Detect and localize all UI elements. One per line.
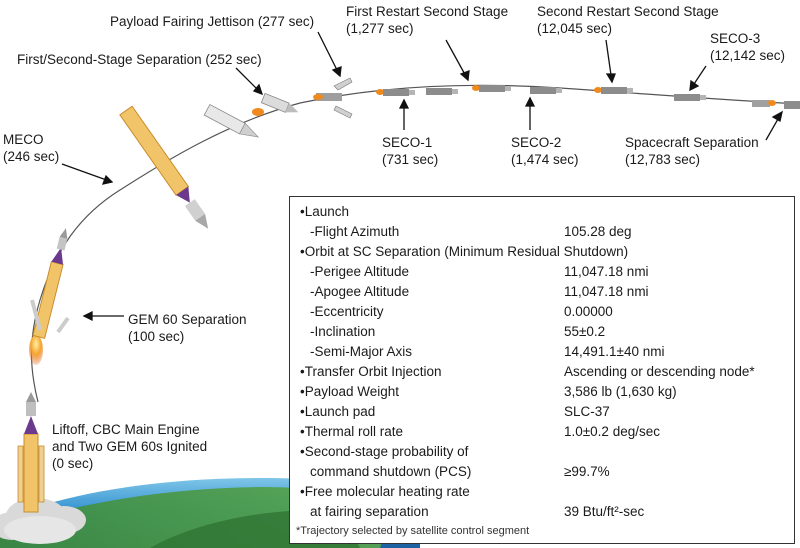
label-seco1-title: SECO-1: [382, 135, 433, 150]
arrow-seco3: [689, 65, 707, 92]
row-value: 105.28 deg: [564, 224, 632, 239]
row-label: -Semi-Major Axis: [310, 344, 413, 359]
arrow-seco1: [398, 98, 410, 130]
table-row: -Flight Azimuth 105.28 deg: [300, 222, 790, 242]
row-label: •Transfer Orbit Injection: [300, 364, 442, 379]
row-label: •Launch pad: [300, 404, 376, 419]
row-label: -Eccentricity: [310, 304, 384, 319]
label-second-restart: Second Restart Second Stage (12,045 sec): [537, 3, 719, 37]
table-row: •Launch: [300, 202, 790, 222]
label-seco2: SECO-2 (1,474 sec): [511, 134, 579, 168]
label-second-restart-title: Second Restart Second Stage: [537, 4, 719, 19]
label-seco3-time: (12,142 sec): [710, 48, 786, 63]
row-value: 0.00000: [564, 304, 613, 319]
row-label: at fairing separation: [310, 504, 429, 519]
row-label: •Launch: [300, 204, 350, 219]
table-row: •Launch pad SLC-37: [300, 402, 790, 422]
row-label: •Orbit at SC Separation (Minimum Residua…: [300, 244, 629, 259]
rocket-meco: [119, 105, 209, 229]
arrow-meco: [61, 163, 114, 185]
row-label: -Perigee Altitude: [310, 264, 410, 279]
table-row: -Perigee Altitude 11,047.18 nmi: [300, 262, 790, 282]
row-value: 14,491.1±40 nmi: [564, 344, 665, 359]
row-label: •Thermal roll rate: [300, 424, 404, 439]
label-seco2-title: SECO-2: [511, 135, 562, 150]
footnote: *Trajectory selected by satellite contro…: [296, 525, 530, 537]
row-value: 11,047.18 nmi: [564, 284, 649, 299]
table-row: -Apogee Altitude 11,047.18 nmi: [300, 282, 790, 302]
label-liftoff-line2: and Two GEM 60s Ignited: [52, 439, 208, 454]
row-label: •Payload Weight: [300, 384, 400, 399]
label-first-second-stage-separation: First/Second-Stage Separation (252 sec): [17, 52, 262, 67]
row-value: 55±0.2: [564, 324, 606, 339]
row-label: •Second-stage probability of: [300, 444, 469, 459]
table-row: •Free molecular heating rate: [300, 482, 790, 502]
label-sc-sep-title: Spacecraft Separation: [625, 135, 759, 150]
table-row: -Inclination 55±0.2: [300, 322, 790, 342]
table-row: •Second-stage probability of: [300, 442, 790, 462]
launch-smoke: [0, 498, 86, 544]
label-meco-time: (246 sec): [3, 149, 60, 164]
label-seco3: SECO-3 (12,142 sec): [710, 30, 785, 64]
row-value: SLC-37: [564, 404, 610, 419]
label-sc-sep-time: (12,783 sec): [625, 152, 701, 167]
row-value: 39 Btu/ft²-sec: [564, 504, 645, 519]
label-seco1-time: (731 sec): [382, 152, 439, 167]
row-value: Ascending or descending node*: [564, 364, 755, 379]
label-seco2-time: (1,474 sec): [511, 152, 579, 167]
arrow-sc-separation: [765, 110, 783, 141]
callout-arrows: [61, 31, 783, 322]
table-row: •Orbit at SC Separation (Minimum Residua…: [300, 242, 790, 262]
label-gem-sep-title: GEM 60 Separation: [128, 312, 247, 327]
row-value: 3,586 lb (1,630 kg): [564, 384, 677, 399]
row-value: 1.0±0.2 deg/sec: [564, 424, 660, 439]
row-value: 11,047.18 nmi: [564, 264, 649, 279]
table-row: •Payload Weight 3,586 lb (1,630 kg): [300, 382, 790, 402]
label-first-restart-time: (1,277 sec): [346, 21, 414, 36]
table-row: at fairing separation 39 Btu/ft²-sec: [300, 502, 790, 522]
row-label: -Apogee Altitude: [310, 284, 410, 299]
label-seco3-title: SECO-3: [710, 31, 761, 46]
label-meco-title: MECO: [3, 132, 44, 147]
label-seco1: SECO-1 (731 sec): [382, 134, 438, 168]
arrow-first-restart: [445, 39, 470, 82]
rocket-gem60-separation: [29, 228, 70, 365]
rocket-fairing-jettison: [313, 77, 353, 119]
label-first-restart: First Restart Second Stage (1,277 sec): [346, 3, 508, 37]
label-spacecraft-separation: Spacecraft Separation (12,783 sec): [625, 134, 759, 168]
arrow-second-restart: [605, 39, 616, 84]
row-label: command shutdown (PCS): [310, 464, 472, 479]
arrow-stage-separation: [235, 67, 264, 96]
label-gem60-separation: GEM 60 Separation (100 sec): [128, 311, 247, 345]
rocket-liftoff: [17, 392, 45, 513]
row-value: ≥99.7%: [564, 464, 610, 479]
label-meco: MECO (246 sec): [3, 131, 59, 165]
table-row: -Eccentricity 0.00000: [300, 302, 790, 322]
row-label: -Flight Azimuth: [310, 224, 400, 239]
label-liftoff-line1: Liftoff, CBC Main Engine: [52, 422, 200, 437]
arrow-seco2: [524, 96, 536, 130]
label-liftoff-time: (0 sec): [52, 456, 94, 471]
table-row: command shutdown (PCS) ≥99.7%: [300, 462, 790, 482]
mission-parameters-panel: •Launch -Flight Azimuth 105.28 deg •Orbit…: [289, 196, 795, 544]
label-first-restart-title: First Restart Second Stage: [346, 4, 509, 19]
label-liftoff: Liftoff, CBC Main Engine and Two GEM 60s…: [52, 421, 207, 472]
label-gem-sep-time: (100 sec): [128, 329, 185, 344]
table-row: •Thermal roll rate 1.0±0.2 deg/sec: [300, 422, 790, 442]
table-row: •Transfer Orbit Injection Ascending or de…: [300, 362, 790, 382]
label-second-restart-time: (12,045 sec): [537, 21, 613, 36]
label-payload-fairing-jettison: Payload Fairing Jettison (277 sec): [110, 14, 315, 29]
table-row: -Semi-Major Axis 14,491.1±40 nmi: [300, 342, 790, 362]
arrow-fairing-jettison: [317, 31, 342, 78]
row-label: •Free molecular heating rate: [300, 484, 470, 499]
row-label: -Inclination: [310, 324, 376, 339]
rocket-stage-separation: [203, 92, 299, 138]
second-stage-sequence: [376, 85, 800, 109]
arrow-gem-sep: [82, 310, 124, 322]
